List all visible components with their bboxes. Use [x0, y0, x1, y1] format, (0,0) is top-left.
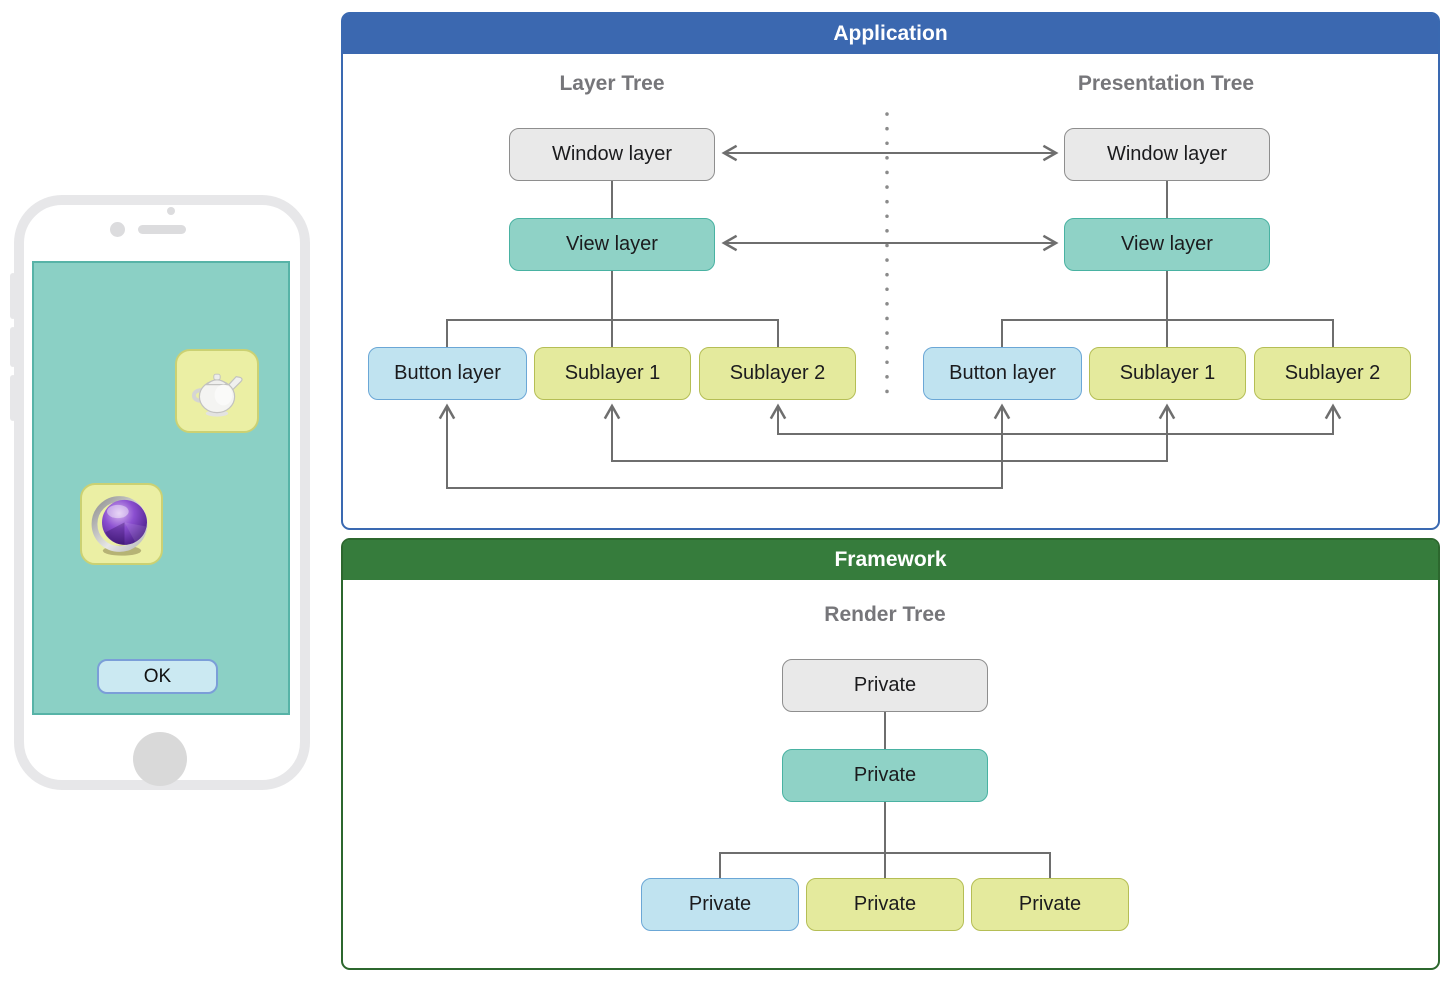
render-tree-child3-node: Private — [971, 878, 1129, 931]
sphere-icon — [91, 496, 147, 556]
ok-button: OK — [97, 659, 218, 694]
side-button — [10, 375, 16, 421]
node-label: Private — [853, 893, 917, 915]
proximity-sensor-dot — [167, 207, 175, 215]
layer-tree-view-node: View layer — [509, 218, 715, 271]
node-label: Private — [688, 893, 752, 915]
node-label: Button layer — [394, 362, 501, 384]
node-label: Sublayer 1 — [1119, 362, 1216, 384]
home-button — [133, 732, 187, 786]
render-tree-title: Render Tree — [824, 603, 946, 626]
render-tree-root-node: Private — [782, 659, 988, 712]
teapot-icon — [191, 373, 243, 417]
ok-button-label: OK — [143, 665, 172, 687]
node-label: Private — [853, 764, 917, 786]
layer-tree-sublayer1-node: Sublayer 1 — [534, 347, 691, 400]
front-camera-icon — [110, 222, 125, 237]
framework-title: Framework — [834, 548, 947, 571]
presentation-tree-sublayer2-node: Sublayer 2 — [1254, 347, 1411, 400]
app-icon-tile — [80, 483, 163, 565]
presentation-tree-window-node: Window layer — [1064, 128, 1270, 181]
presentation-tree-view-node: View layer — [1064, 218, 1270, 271]
layer-tree-sublayer2-node: Sublayer 2 — [699, 347, 856, 400]
node-label: Sublayer 2 — [729, 362, 826, 384]
render-tree-child1-node: Private — [641, 878, 799, 931]
node-label: Sublayer 2 — [1284, 362, 1381, 384]
layer-tree-button-node: Button layer — [368, 347, 527, 400]
render-tree-middle-node: Private — [782, 749, 988, 802]
app-screen: OK — [32, 261, 290, 715]
application-title: Application — [833, 22, 948, 45]
presentation-tree-button-node: Button layer — [923, 347, 1082, 400]
node-label: Sublayer 1 — [564, 362, 661, 384]
node-label: Button layer — [949, 362, 1056, 384]
side-button — [10, 273, 16, 319]
layer-tree-title: Layer Tree — [559, 72, 665, 95]
node-label: Window layer — [551, 143, 673, 165]
node-label: View layer — [1121, 233, 1213, 255]
framework-header: Framework — [343, 540, 1438, 580]
application-header: Application — [343, 14, 1438, 54]
earpiece-speaker — [138, 225, 186, 234]
node-label: Private — [853, 674, 917, 696]
iphone-mockup: OK — [10, 195, 310, 790]
layer-tree-window-node: Window layer — [509, 128, 715, 181]
presentation-tree-title: Presentation Tree — [1077, 72, 1255, 95]
render-tree-child2-node: Private — [806, 878, 964, 931]
node-label: View layer — [566, 233, 658, 255]
app-icon-tile — [175, 349, 259, 433]
node-label: Window layer — [1106, 143, 1228, 165]
presentation-tree-sublayer1-node: Sublayer 1 — [1089, 347, 1246, 400]
side-button — [10, 327, 16, 367]
node-label: Private — [1018, 893, 1082, 915]
